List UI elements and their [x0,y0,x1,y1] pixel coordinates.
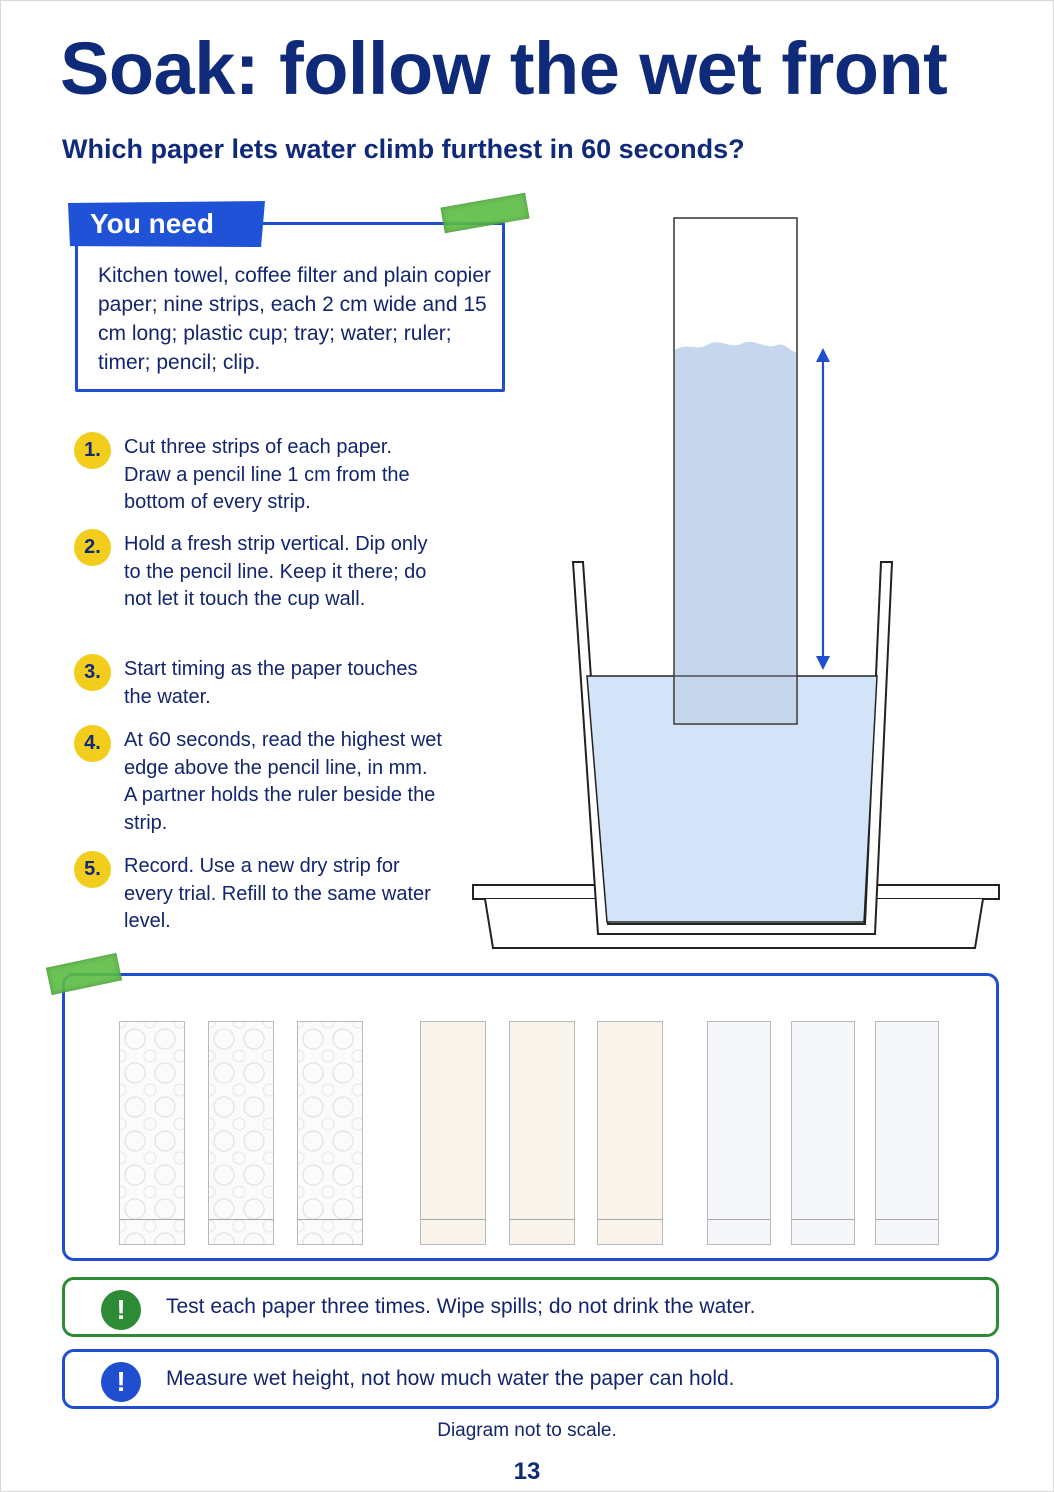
paper-strip-kitchen-towel [208,1021,274,1245]
pencil-line [510,1219,574,1220]
step-number: 4. [74,725,111,762]
safety-note-text: Test each paper three times. Wipe spills… [166,1295,756,1318]
wet-front [675,341,796,723]
paper-strip-kitchen-towel [297,1021,363,1245]
cup-strip-diagram [472,217,1000,949]
page-subtitle: Which paper lets water climb furthest in… [62,134,745,164]
paper-strip-coffee-filter [420,1021,486,1245]
paper-strip-coffee-filter [509,1021,575,1245]
pencil-line [298,1219,362,1220]
paper-strip-kitchen-towel [119,1021,185,1245]
step-number: 2. [74,529,111,566]
page-number: 13 [513,1458,541,1485]
pencil-line [708,1219,770,1220]
paper-strip-copier-paper [875,1021,939,1245]
step-text: Start timing as the paper touches the wa… [124,658,418,708]
step-number: 1. [74,432,111,469]
footnote: Diagram not to scale. [437,1420,617,1441]
wet-height-arrow [816,348,830,670]
exclamation-icon: ! [101,1362,141,1402]
page-title: Soak: follow the wet front [60,27,948,110]
step-text: Hold a fresh strip vertical. Dip only to… [124,533,428,610]
pencil-line [120,1219,184,1220]
step-text: Cut three strips of each paper. Draw a p… [124,436,410,513]
pencil-line [209,1219,273,1220]
pencil-line [598,1219,662,1220]
measure-note-text: Measure wet height, not how much water t… [166,1367,735,1390]
cup [571,561,894,935]
pencil-line [792,1219,854,1220]
you-need-heading: You need [68,201,265,247]
paper-strip-coffee-filter [597,1021,663,1245]
paper-strip-copier-paper [791,1021,855,1245]
paper-strip-copier-paper [707,1021,771,1245]
pencil-line [876,1219,938,1220]
safety-note: ! Test each paper three times. Wipe spil… [62,1277,999,1337]
you-need-text: Kitchen towel, coffee filter and plain c… [98,264,492,374]
paper-strip [673,217,798,725]
measure-note: ! Measure wet height, not how much water… [62,1349,999,1409]
pencil-line [421,1219,485,1220]
step-number: 5. [74,851,111,888]
you-need-box [75,222,505,392]
step-text: Record. Use a new dry strip for every tr… [124,855,431,932]
step-number: 3. [74,654,111,691]
step-text: At 60 seconds, read the highest wet edge… [124,729,442,834]
exclamation-icon: ! [101,1290,141,1330]
strips-panel [62,973,999,1261]
